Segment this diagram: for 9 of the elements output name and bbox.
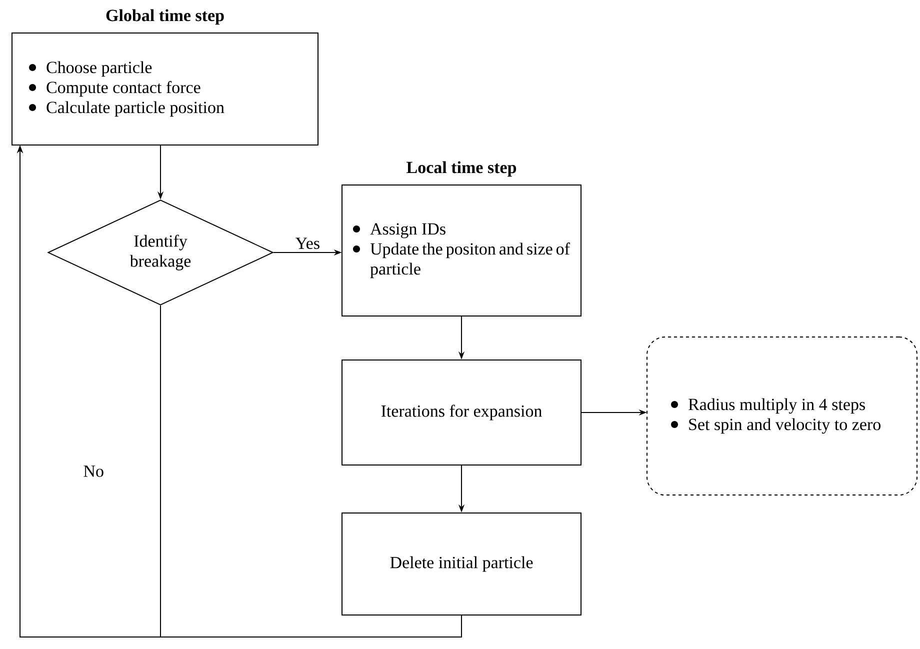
process-box: Assign IDs Update the positon and size of particle [342,184,582,316]
process-box: Iterations for expansion [342,360,582,466]
process-box: Delete initial particle [342,512,582,616]
box-heading: Global time step [106,9,224,25]
process-box: Choose particle Compute contact force Calculate particle position [12,32,318,146]
box-heading: Local time step [406,161,516,177]
edge-label: Yes [294,236,322,250]
note-box: Radius multiply in 4 steps Set spin and velocity to zero [646,336,918,496]
edge-label: No [82,464,105,478]
